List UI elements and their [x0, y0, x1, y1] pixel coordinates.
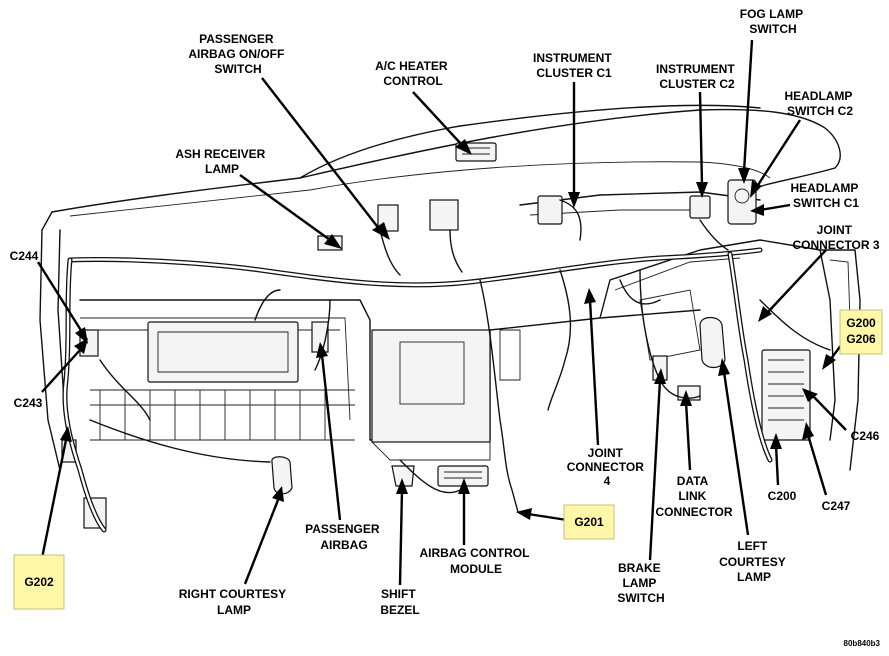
label-airbag-control-module: AIRBAG CONTROL MODULE	[419, 546, 532, 576]
ground-g201-callout: G201	[563, 504, 615, 540]
ground-g202-callout: G202	[13, 554, 65, 610]
label-headlamp-switch-c1: HEADLAMP SWITCH C1	[790, 181, 861, 210]
label-headlamp-switch-c2: HEADLAMP SWITCH C2	[784, 89, 855, 118]
figure-code: 80b840b3	[844, 639, 881, 648]
label-c244: C244	[10, 249, 39, 263]
label-left-courtesy-lamp: LEFT COURTESY LAMP	[719, 539, 789, 584]
ground-g201-label: G201	[574, 515, 604, 529]
ground-g206-label: G206	[846, 332, 876, 346]
label-joint-connector-3: JOINT CONNECTOR 3	[792, 223, 879, 252]
ground-g200-g206-callout: G200 G206	[839, 309, 883, 355]
label-instrument-cluster-c2: INSTRUMENT CLUSTER C2	[656, 62, 738, 91]
label-ac-heater-control: A/C HEATER CONTROL	[375, 59, 451, 88]
label-c246: C246	[851, 429, 880, 443]
component-labels: FOG LAMP SWITCH PASSENGER AIRBAG ON/OFF …	[10, 7, 881, 648]
label-passenger-airbag: PASSENGER AIRBAG	[305, 522, 383, 552]
label-fog-lamp-switch: FOG LAMP SWITCH	[740, 7, 806, 36]
ground-g200-label: G200	[846, 316, 876, 330]
label-right-courtesy-lamp: RIGHT COURTESY LAMP	[179, 587, 289, 617]
label-c200: C200	[768, 489, 797, 503]
ground-g202-label: G202	[24, 575, 54, 589]
label-brake-lamp-switch: BRAKE LAMP SWITCH	[617, 561, 664, 605]
label-c247: C247	[822, 499, 851, 513]
label-c243: C243	[14, 396, 43, 410]
label-data-link-connector: DATA LINK CONNECTOR	[655, 474, 732, 519]
label-ash-receiver-lamp: ASH RECEIVER LAMP	[175, 147, 268, 176]
label-joint-connector-4: JOINT CONNECTOR 4	[567, 446, 647, 488]
label-shift-bezel: SHIFT BEZEL	[380, 587, 419, 617]
label-passenger-airbag-onoff-switch: PASSENGER AIRBAG ON/OFF SWITCH	[188, 32, 287, 76]
wiring-harness	[62, 199, 831, 533]
label-instrument-cluster-c1: INSTRUMENT CLUSTER C1	[533, 51, 615, 80]
leader-lines	[36, 39, 847, 586]
